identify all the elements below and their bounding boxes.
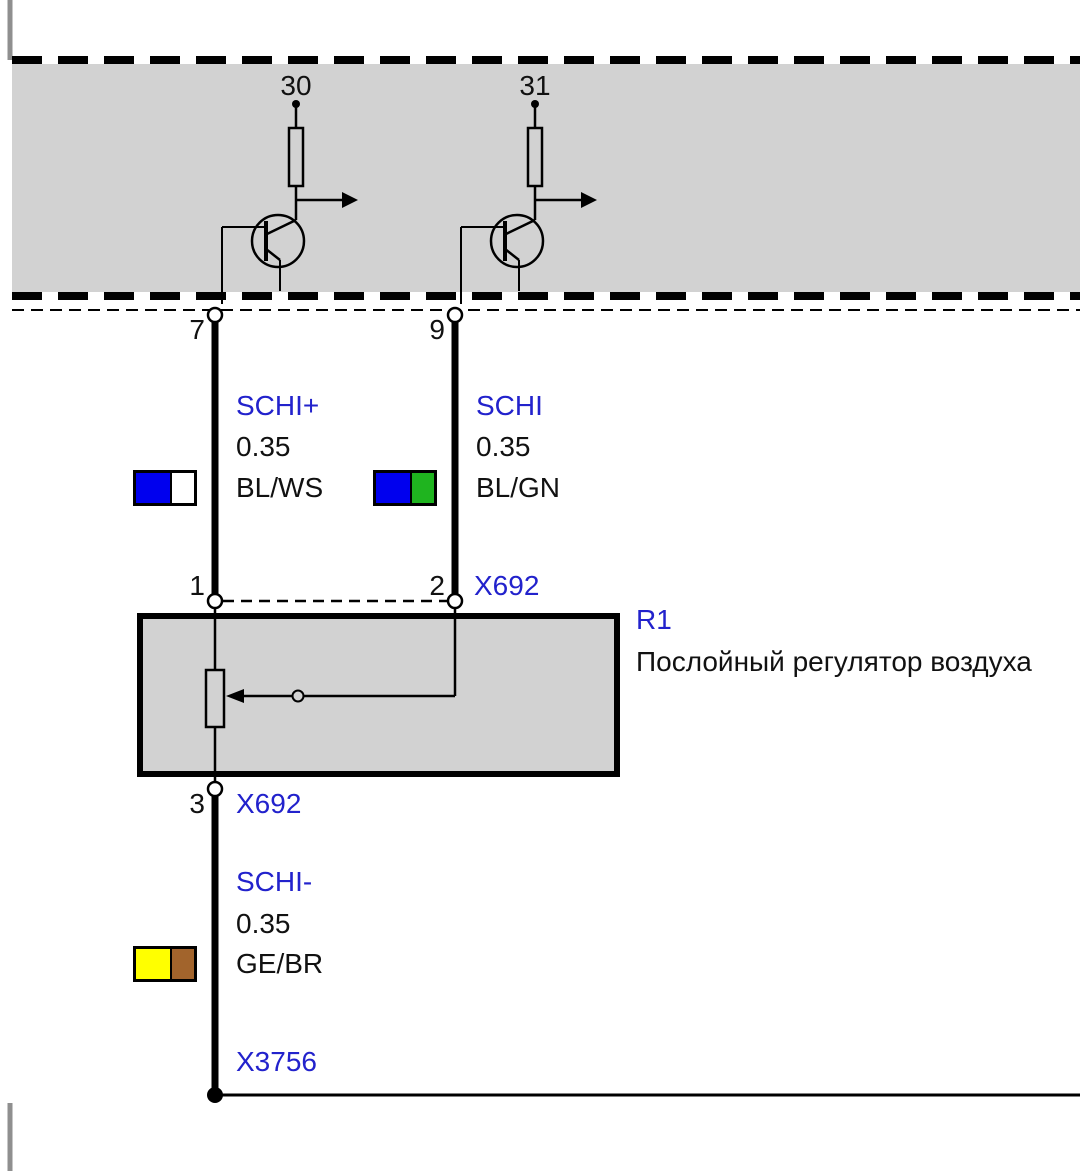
- wire1-size-label: 0.35: [236, 431, 291, 462]
- supply-pin-30-label: 30: [280, 70, 312, 101]
- wire2-color-swatch: [373, 470, 437, 506]
- transistor-driver-30-icon: [221, 100, 358, 304]
- wire2-size-label: 0.35: [476, 431, 531, 462]
- wire3-color-secondary: [172, 949, 194, 979]
- supply-pin-31-label: 31: [519, 70, 551, 101]
- component-r1-box: [137, 599, 620, 783]
- wire2-color-primary: [376, 473, 412, 503]
- component-pin-2-label: 2: [429, 570, 445, 601]
- component-name-label: Послойный регулятор воздуха: [636, 646, 1032, 677]
- wire2-signal-label: SCHI: [476, 390, 543, 421]
- wire1-color-code-label: BL/WS: [236, 472, 324, 503]
- connector-x692-top-label: X692: [474, 570, 540, 601]
- wire-lines: [211, 320, 459, 1092]
- wire2-color-code-label: BL/GN: [476, 472, 561, 503]
- wire1-color-primary: [136, 473, 172, 503]
- control-module-band: [12, 56, 1080, 311]
- wire3-size-label: 0.35: [236, 908, 291, 939]
- wire3-color-primary: [136, 949, 172, 979]
- component-pin-1-label: 1: [189, 570, 205, 601]
- module-pin-7-label: 7: [189, 314, 205, 345]
- wire3-signal-label: SCHI-: [236, 866, 313, 897]
- component-id-label: R1: [636, 604, 672, 635]
- transistor-driver-31-icon: [460, 100, 597, 304]
- wire3-color-swatch: [133, 946, 197, 982]
- splice-x3756-label: X3756: [236, 1046, 317, 1077]
- connector-pin-circles: [206, 306, 464, 798]
- wire2-color-secondary: [412, 473, 434, 503]
- wire3-color-code-label: GE/BR: [236, 948, 324, 979]
- connector-x692-bottom-label: X692: [236, 788, 302, 819]
- module-pin-9-label: 9: [429, 314, 445, 345]
- wire1-signal-label: SCHI+: [236, 390, 320, 421]
- wire1-color-swatch: [133, 470, 197, 506]
- component-pin-3-label: 3: [189, 788, 205, 819]
- wire1-color-secondary: [172, 473, 194, 503]
- splice-node: [207, 1087, 1080, 1103]
